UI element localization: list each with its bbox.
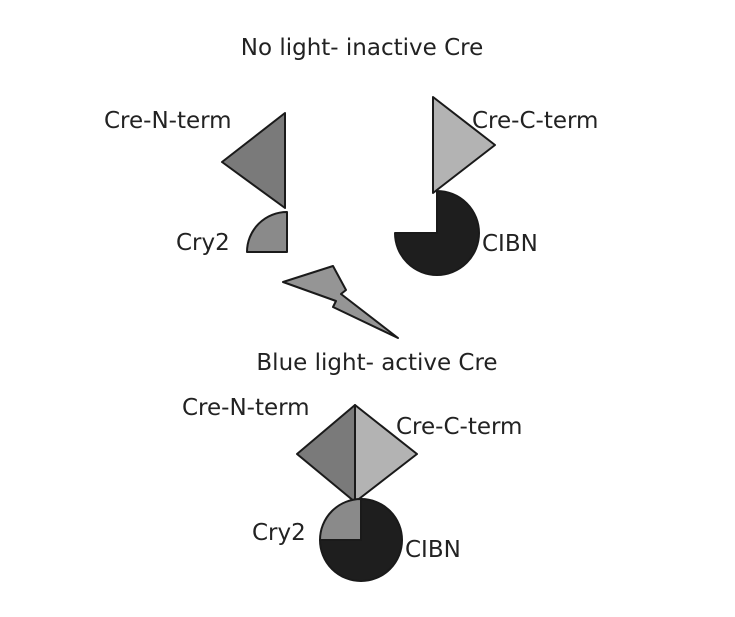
top-section-title: No light- inactive Cre	[241, 35, 484, 61]
bottom-section-title: Blue light- active Cre	[256, 350, 497, 376]
bottom-cre-c-term-triangle	[354, 404, 418, 503]
top-cry2-quarter	[246, 211, 288, 253]
bottom-cre-c-term-label: Cre-C-term	[396, 414, 522, 440]
top-cry2-label: Cry2	[176, 230, 230, 256]
top-cibn-pacman	[394, 190, 480, 276]
top-cibn-label: CIBN	[482, 231, 538, 257]
top-cre-n-term-label: Cre-N-term	[104, 108, 232, 134]
bottom-cibn-pacman	[319, 498, 403, 582]
top-cre-n-term-triangle	[221, 112, 286, 209]
bottom-cre-n-term-label: Cre-N-term	[182, 395, 310, 421]
top-cre-c-term-triangle	[432, 96, 496, 194]
bottom-cry2-quarter	[319, 498, 362, 541]
bottom-cry2-label: Cry2	[252, 520, 306, 546]
bottom-section: Blue light- active Cre Cre-N-term Cre-C-…	[182, 350, 522, 582]
top-cre-c-term-label: Cre-C-term	[472, 108, 598, 134]
bottom-cibn-label: CIBN	[405, 537, 461, 563]
top-section: No light- inactive Cre Cre-N-term Cry2 C…	[104, 35, 598, 276]
lightning-bolt-icon	[282, 265, 399, 339]
